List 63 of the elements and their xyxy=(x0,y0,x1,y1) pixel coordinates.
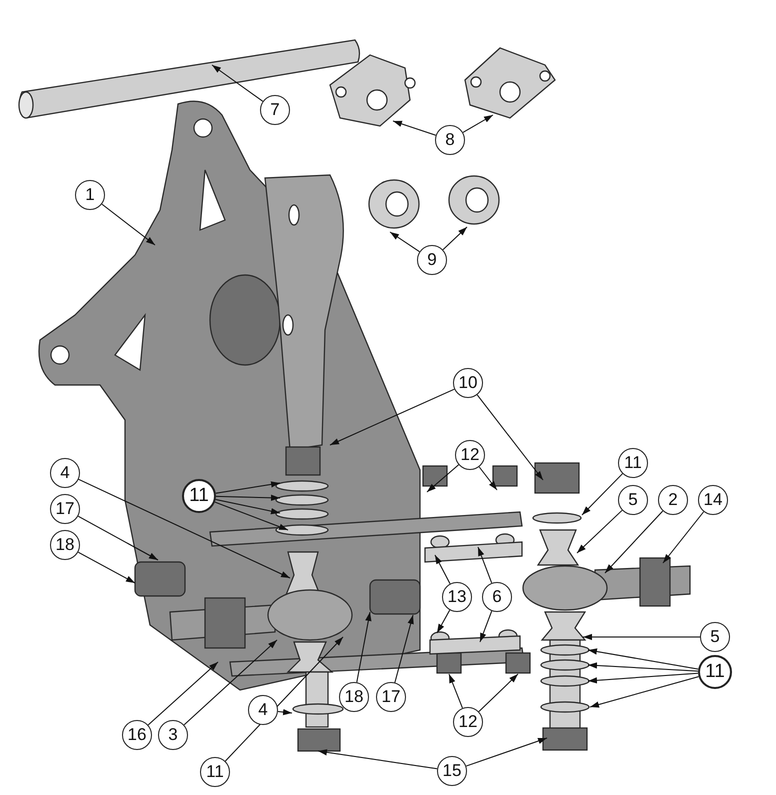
callout-number: 9 xyxy=(417,245,447,275)
leader-line xyxy=(478,466,498,490)
leader-line xyxy=(330,388,455,446)
leader-line xyxy=(184,640,278,726)
leader-line xyxy=(78,478,290,578)
callout-number: 18 xyxy=(50,530,80,560)
callout-number: 12 xyxy=(455,440,485,470)
callout-number: 13 xyxy=(442,582,472,612)
leader-line xyxy=(215,499,280,514)
leader-line xyxy=(215,481,280,494)
callout-number: 6 xyxy=(482,582,512,612)
callout-number: 14 xyxy=(698,485,728,515)
callout-number: 5 xyxy=(700,622,730,652)
callout-number: 12 xyxy=(453,707,483,737)
leader-line xyxy=(434,554,451,584)
leader-line xyxy=(462,114,494,133)
leader-line xyxy=(582,473,623,516)
leader-line xyxy=(212,64,264,102)
leader-line xyxy=(604,510,664,574)
leader-line xyxy=(216,494,280,501)
leader-line xyxy=(356,612,372,683)
leader-line xyxy=(476,394,544,480)
leader-line xyxy=(436,610,450,634)
leader-line xyxy=(466,738,548,767)
callout-number: 7 xyxy=(260,95,290,125)
callout-number: 11 xyxy=(618,448,648,478)
callout-number: 11 xyxy=(200,757,230,787)
callout-number: 3 xyxy=(158,720,188,750)
leader-line xyxy=(478,674,518,712)
callout-number: 2 xyxy=(658,485,688,515)
leader-line xyxy=(442,226,468,250)
leader-line xyxy=(662,511,704,564)
leader-line xyxy=(588,648,699,670)
callout-number: 18 xyxy=(339,682,369,712)
callout-number: 16 xyxy=(122,720,152,750)
callout-number: 4 xyxy=(50,458,80,488)
callout-number: 17 xyxy=(50,494,80,524)
leader-line xyxy=(480,610,492,642)
leader-line xyxy=(78,552,136,584)
callout-number: 8 xyxy=(435,125,465,155)
callout-number: 1 xyxy=(75,180,105,210)
callout-number: 17 xyxy=(376,682,406,712)
callout-number: 11 xyxy=(698,655,732,689)
callout-number: 5 xyxy=(618,485,648,515)
callout-number: 4 xyxy=(248,695,278,725)
leader-line xyxy=(588,662,699,672)
leader-line xyxy=(478,546,492,584)
leader-line xyxy=(148,662,218,726)
leader-line xyxy=(277,708,292,716)
leader-line xyxy=(390,232,420,252)
leader-line xyxy=(426,464,460,492)
leader-line xyxy=(78,516,158,560)
leader-line xyxy=(448,674,463,709)
leader-line xyxy=(214,502,288,530)
leader-line xyxy=(582,634,700,640)
leader-line xyxy=(588,672,699,684)
callout-number: 10 xyxy=(453,368,483,398)
leader-line xyxy=(318,749,438,770)
callout-number: 15 xyxy=(437,756,467,786)
leader-line xyxy=(392,120,436,136)
leader-line xyxy=(576,510,623,554)
leader-line xyxy=(590,676,700,708)
leader-line xyxy=(101,204,156,246)
